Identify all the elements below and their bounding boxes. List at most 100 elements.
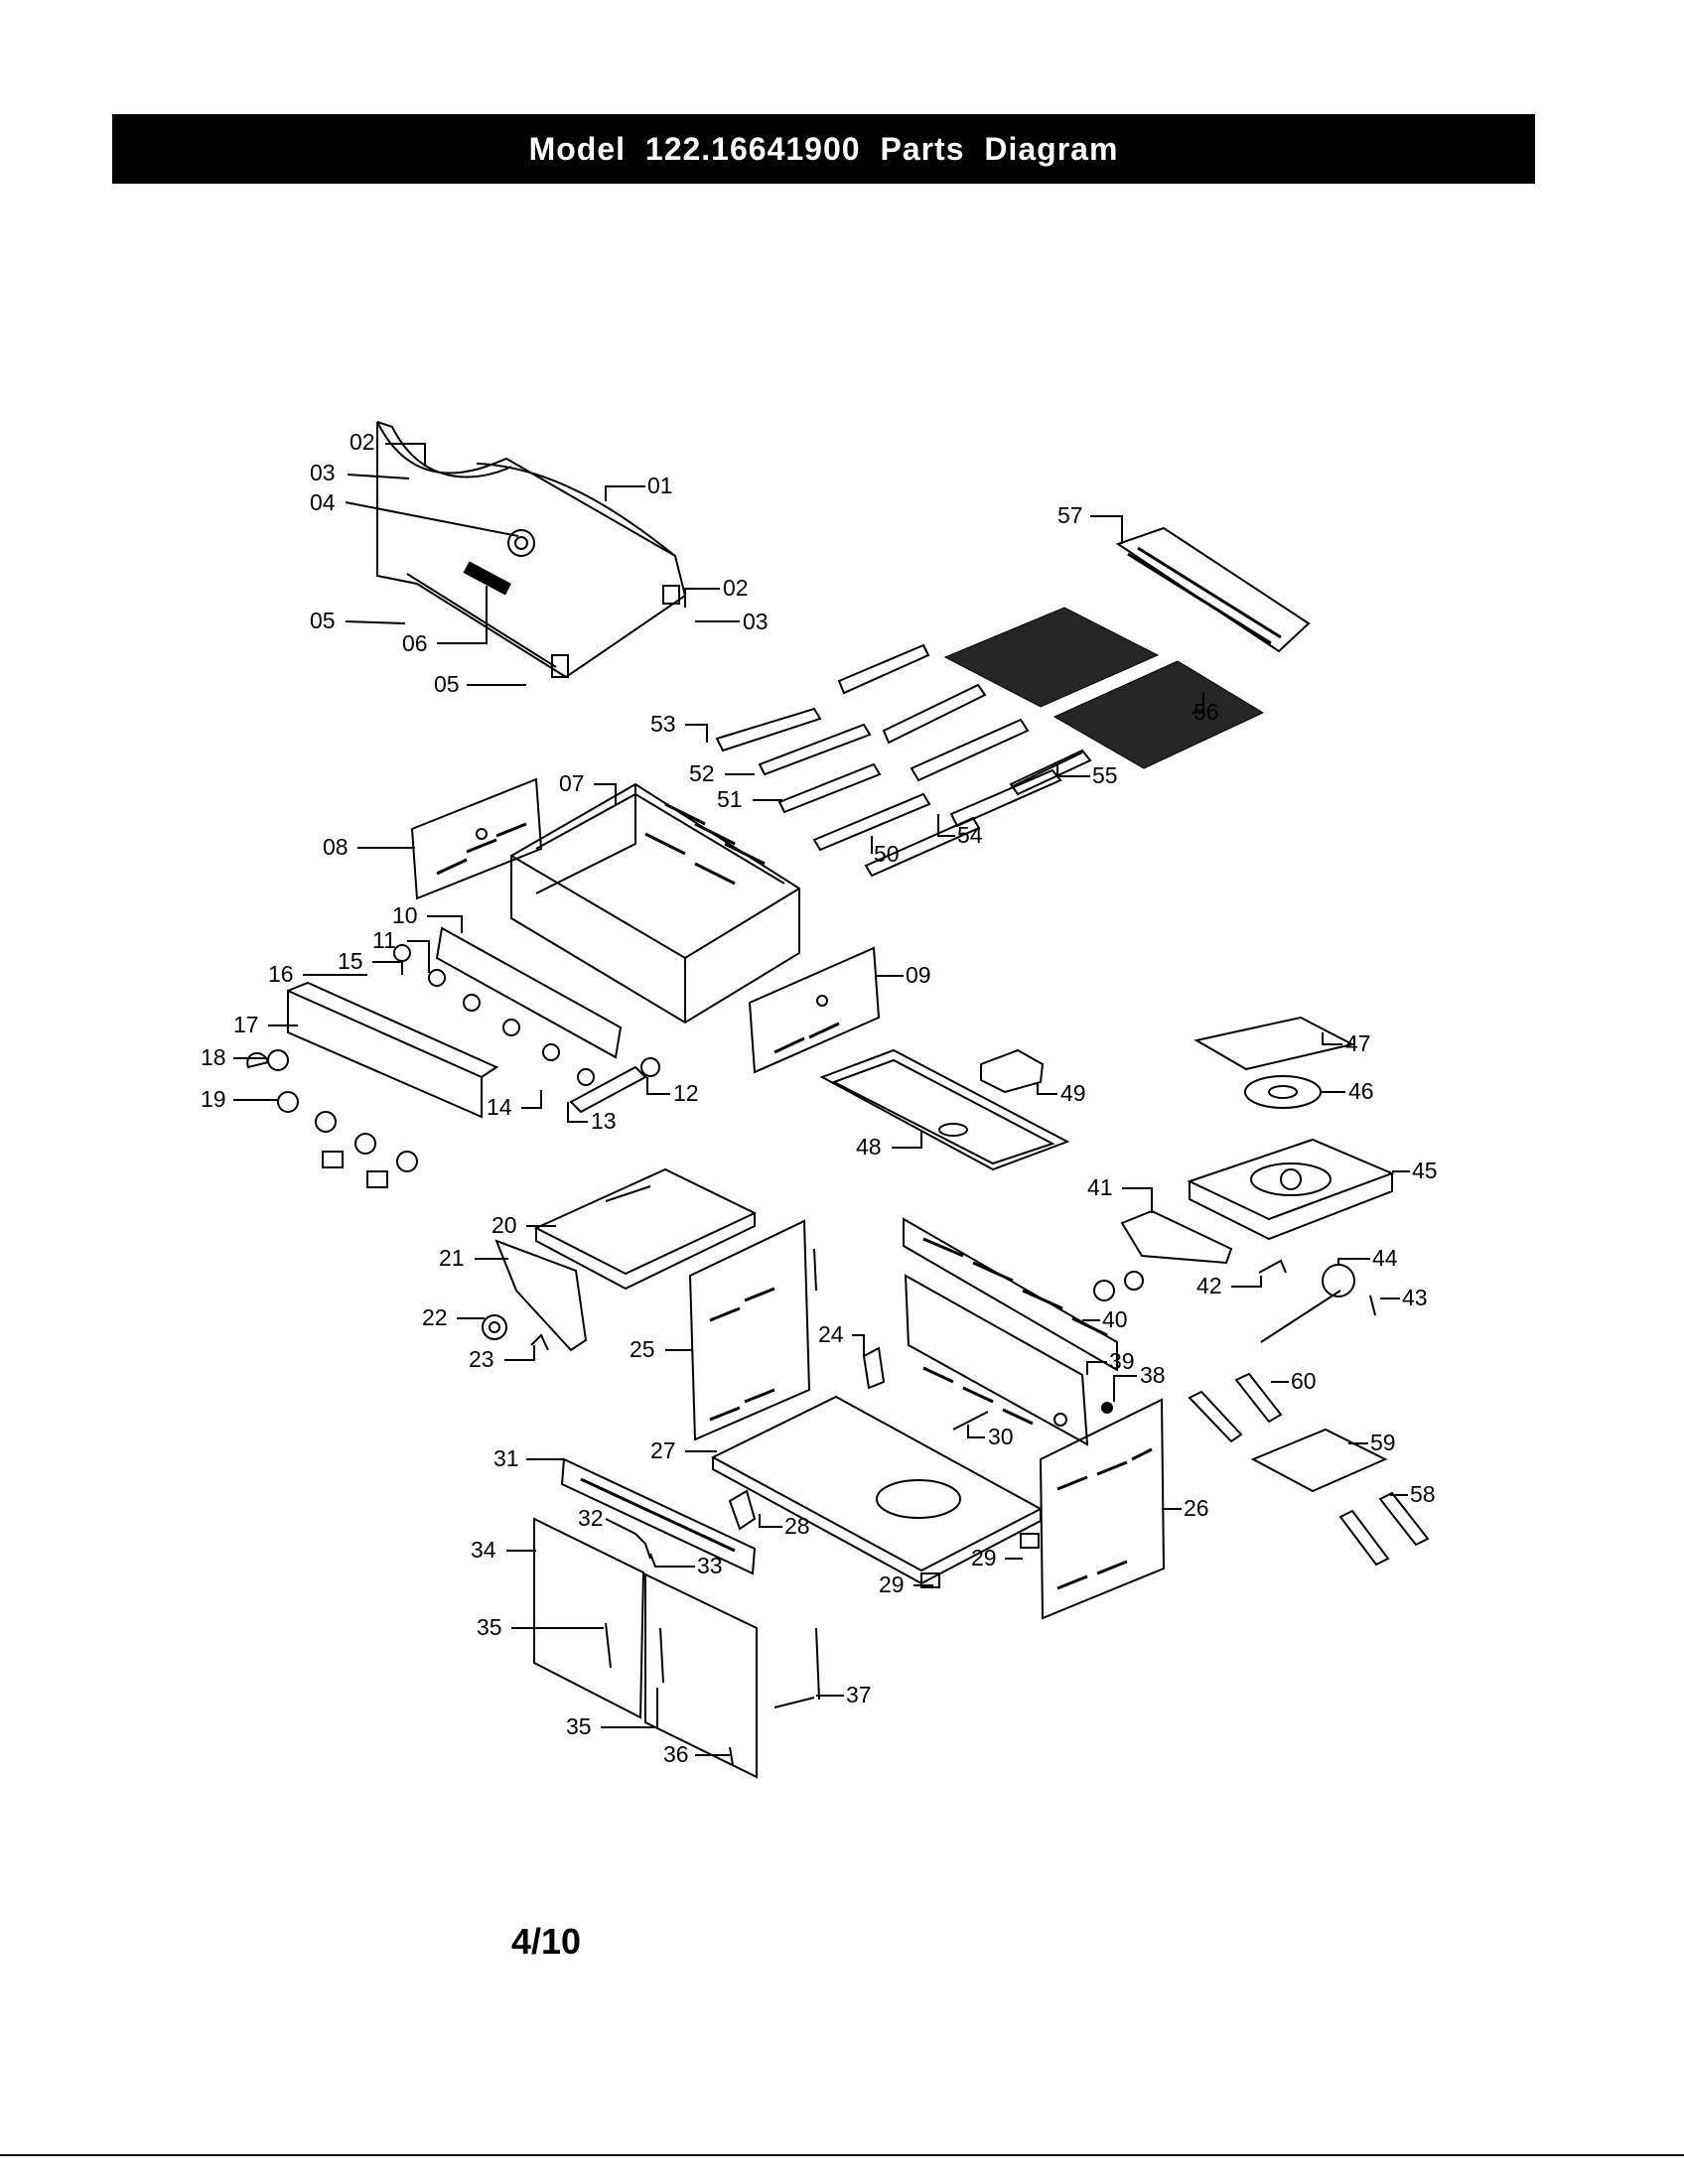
callout-52: 52 [689,760,715,786]
callout-46: 46 [1348,1078,1374,1104]
callout-54: 54 [957,822,983,848]
callout-40: 40 [1102,1306,1128,1332]
callout-20: 20 [491,1212,517,1238]
leader-48 [892,1132,922,1149]
callout-04: 04 [310,489,336,515]
leader-07 [594,783,617,804]
callout-05-bottom: 05 [434,671,460,697]
right-side-panel-drawing [748,946,881,1074]
callout-03-right: 03 [743,609,769,634]
callout-58: 58 [1410,1481,1436,1507]
burners-and-heat-plates-drawing [715,643,1092,878]
callout-41: 41 [1087,1174,1113,1200]
callout-30: 30 [988,1424,1014,1449]
callout-35-bottom: 35 [566,1713,592,1739]
callout-36: 36 [663,1741,689,1767]
leader-04 [345,501,519,537]
callout-13: 13 [591,1108,617,1134]
callout-34: 34 [471,1537,496,1563]
callout-12: 12 [673,1080,699,1106]
callout-59: 59 [1370,1430,1396,1455]
leader-24 [852,1334,865,1355]
leader-53 [685,724,708,743]
leader-55 [1056,764,1090,777]
leader-38 [1113,1375,1137,1402]
part-drawings [246,421,1430,1779]
callout-38: 38 [1140,1362,1166,1388]
leader-03-top [347,474,410,479]
leader-47 [1322,1032,1342,1045]
leader-44 [1337,1258,1370,1266]
leader-41 [1122,1187,1153,1213]
leader-56 [1192,693,1204,714]
callout-27: 27 [650,1437,676,1463]
leader-49 [1037,1082,1057,1095]
callout-47: 47 [1345,1030,1371,1056]
callout-37: 37 [846,1682,872,1707]
control-panel-drawing [246,926,660,1188]
leader-54 [937,814,955,837]
hinge-rod-drawing [773,1627,820,1708]
leader-39 [1086,1361,1107,1375]
leader-05-left [345,620,406,624]
grease-tray-drawing [819,1048,1070,1171]
callout-21: 21 [439,1245,465,1271]
callout-11: 11 [372,927,396,953]
leader-28 [759,1514,782,1528]
leader-10 [427,915,463,933]
leader-14 [521,1090,542,1109]
leader-33 [649,1553,695,1568]
leader-11 [407,940,430,973]
cart-door-frame-drawing [560,1457,757,1575]
side-shelf-drawing [482,1167,758,1352]
callout-44: 44 [1372,1245,1398,1271]
callout-60: 60 [1291,1368,1317,1394]
cart-hardware-drawing [728,1346,1113,1588]
callout-02-right: 02 [723,575,749,601]
cart-doors-drawing [533,1517,758,1779]
leader-13 [567,1102,588,1123]
side-burner-accessories-drawing [1188,1372,1430,1567]
leader-02-top [385,443,426,467]
callout-14: 14 [487,1094,512,1120]
callout-29-right: 29 [971,1545,997,1570]
leader-30 [967,1425,985,1438]
callout-28: 28 [784,1513,810,1539]
bottom-rule [0,2154,1684,2156]
callout-57: 57 [1057,502,1083,528]
lid-drawing [376,421,687,679]
callout-39: 39 [1109,1348,1135,1374]
leader-06 [437,586,488,644]
callout-18: 18 [201,1044,226,1070]
callout-29-bottom: 29 [879,1571,905,1597]
callout-22: 22 [422,1304,448,1330]
callout-23: 23 [469,1346,494,1372]
leader-lines [233,443,1410,1756]
callout-26: 26 [1184,1495,1209,1521]
callout-51: 51 [717,786,743,812]
callout-33: 33 [697,1553,723,1578]
callout-06: 06 [402,630,428,656]
callout-19: 19 [201,1086,226,1112]
cart-back-panels-drawing [903,1217,1118,1446]
leader-42 [1231,1276,1262,1288]
callout-02-top: 02 [350,429,375,455]
page-title: Model 122.16641900 Parts Diagram [112,114,1535,184]
side-burner-valve-drawing [1093,1209,1376,1343]
callout-45: 45 [1412,1158,1438,1183]
callout-01: 01 [647,473,673,498]
callout-53: 53 [650,711,676,737]
callout-31: 31 [493,1445,519,1471]
leader-23 [504,1345,535,1361]
leader-02-right [684,588,720,608]
leader-15 [372,961,403,975]
leader-57 [1090,515,1123,544]
callout-43: 43 [1402,1285,1428,1310]
callout-17: 17 [233,1012,259,1037]
callout-56: 56 [1193,699,1219,725]
callout-labels: 02 03 04 01 05 06 05 02 03 57 56 53 52 5… [201,429,1438,1767]
callout-24: 24 [818,1321,844,1347]
leader-01 [605,485,645,501]
leader-32 [605,1518,636,1535]
